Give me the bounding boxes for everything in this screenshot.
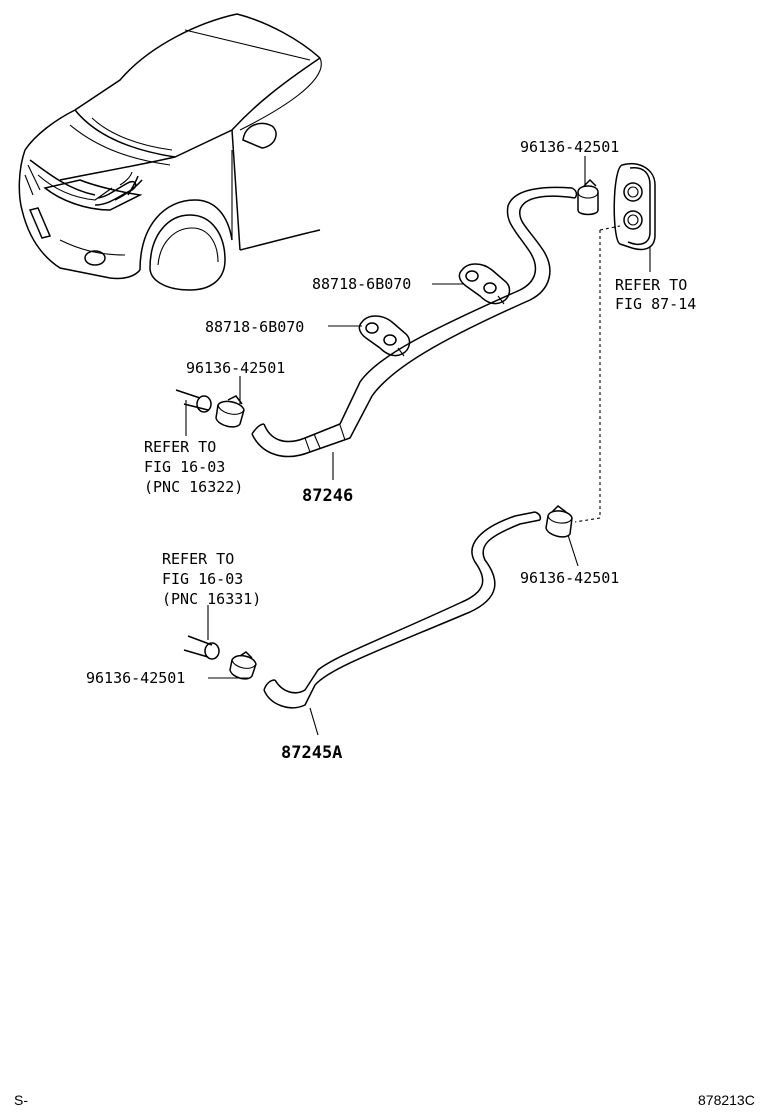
heater-hose-87246 [251, 186, 578, 458]
label-hose-upper: 87246 [302, 486, 353, 506]
label-bracket-upper: 88718-6B070 [312, 275, 411, 293]
footer-figure-id: 878213C [698, 1092, 755, 1108]
clamp-lower-right [545, 505, 573, 538]
refer-lower-left-line3: (PNC 16331) [162, 590, 261, 608]
refer-lower-left-line1: REFER TO [162, 550, 234, 568]
leader-lines [185, 156, 651, 736]
label-clamp-lower-left: 96136-42501 [86, 669, 185, 687]
label-clamp-upper-left: 96136-42501 [186, 359, 285, 377]
refer-upper-left-line1: REFER TO [144, 438, 216, 456]
refer-upper-left-line2: FIG 16-03 [144, 458, 225, 476]
refer-grommet-line2: FIG 87-14 [615, 295, 696, 313]
label-clamp-lower-right: 96136-42501 [520, 569, 619, 587]
clamp-top-right [577, 178, 599, 216]
clamp-lower-left [229, 651, 257, 680]
label-hose-lower: 87245A [281, 743, 342, 763]
refer-upper-left-line3: (PNC 16322) [144, 478, 243, 496]
hose-bracket-lower [358, 315, 411, 357]
grommet [613, 163, 656, 251]
vehicle-illustration [18, 13, 322, 291]
heater-hose-87245A [263, 511, 542, 709]
hose-bracket-upper [458, 263, 511, 305]
footer-left: S- [14, 1092, 28, 1108]
part-labels: 96136-42501 88718-6B070 88718-6B070 9613… [86, 138, 696, 763]
label-bracket-lower: 88718-6B070 [205, 318, 304, 336]
pipe-stub-upper [175, 389, 212, 413]
label-clamp-top-right: 96136-42501 [520, 138, 619, 156]
pipe-stub-lower [183, 635, 220, 660]
refer-lower-left-line2: FIG 16-03 [162, 570, 243, 588]
refer-grommet-line1: REFER TO [615, 276, 687, 294]
